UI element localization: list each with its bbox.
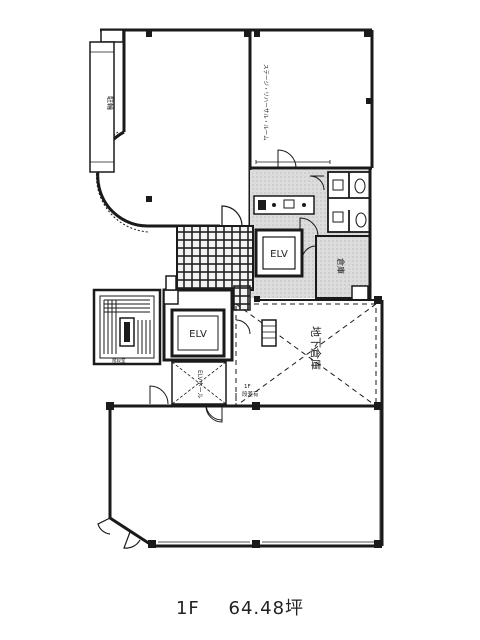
toilet-icon: [354, 178, 366, 194]
toilet-icon: [355, 212, 367, 228]
step-note-label: 1F: [244, 384, 251, 390]
stairwell-label: 階段室: [112, 357, 126, 364]
basement-storage: [235, 303, 377, 407]
bike-parking: [89, 41, 115, 173]
step-note-label-2: 段差有: [242, 390, 259, 398]
floor-label: 1F: [175, 598, 200, 619]
studio-label: ステージ・リハーサル・ルーム: [262, 64, 269, 141]
entrance-lobby: [176, 225, 254, 291]
floor-caption: 1F 64.48坪: [0, 594, 480, 620]
sink-icon: [332, 179, 344, 191]
columns: [146, 30, 372, 202]
storage-label: 倉庫: [336, 258, 346, 274]
lower-room-walls: [108, 404, 382, 548]
sink-icon: [332, 211, 344, 223]
column: [100, 29, 124, 43]
columns: [106, 296, 382, 548]
elevator-2-label: ELV: [189, 329, 207, 340]
bike-parking-label: 駐輪: [106, 96, 115, 110]
basement-storage-label: 地下倉庫: [309, 326, 323, 370]
area-label: 64.48坪: [228, 598, 305, 619]
elevator-hall-label: ELVホール: [196, 370, 203, 399]
elevator-1-label: ELV: [270, 249, 288, 260]
entrance-door: [97, 517, 111, 535]
